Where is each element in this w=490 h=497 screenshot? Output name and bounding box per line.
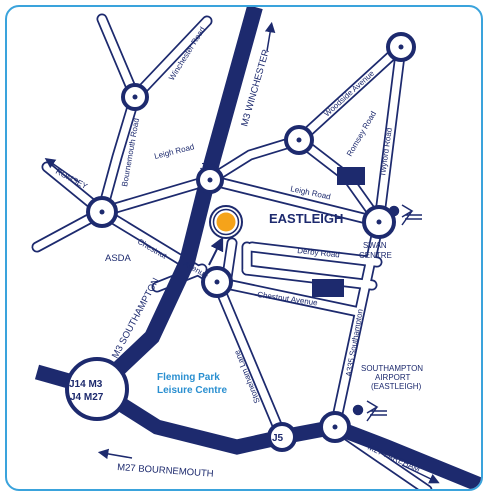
m3-north-arrow [264, 21, 276, 52]
label-swan-centre-2: CENTRE [359, 251, 392, 260]
map-svg: Winchester Road M3 WINCHESTER Bournemout… [31, 7, 481, 489]
label-swan-centre-1: SWAN [363, 241, 387, 250]
label-derby-road: Derby Road [297, 246, 340, 259]
m27-east-arrow [401, 464, 440, 484]
leisure-centre-arrow [208, 236, 224, 266]
label-fleming-park-2: Leisure Centre [157, 385, 227, 396]
label-m27-bournemouth: M27 BOURNEMOUTH [117, 462, 214, 480]
label-woodside-avenue: Woodside Avenue [322, 68, 376, 118]
building-chestnut-avenue [312, 279, 344, 297]
label-airport-2: AIRPORT [375, 373, 411, 382]
m27-west-arrow [97, 448, 133, 460]
label-j14-1: J14 M3 [69, 379, 103, 390]
romsey-arrow [44, 157, 80, 183]
airport-railway-icon [352, 400, 387, 422]
label-airport-3: (EASTLEIGH) [371, 382, 422, 391]
roundabouts [65, 32, 416, 452]
label-j5: J5 [272, 433, 284, 444]
railway-station-icon [388, 204, 422, 226]
map-frame: Winchester Road M3 WINCHESTER Bournemout… [5, 5, 483, 491]
label-romsey-road: Romsey Road [345, 110, 378, 158]
m3-motorway [91, 7, 263, 395]
label-leigh-road-west: Leigh Road [153, 142, 195, 161]
building-romsey-road [337, 167, 365, 185]
label-eastleigh: EASTLEIGH [269, 211, 343, 226]
label-fleming-park-1: Fleming Park [157, 372, 220, 383]
location-marker-icon [209, 205, 243, 239]
label-j13: J13 [200, 162, 217, 173]
label-airport-1: SOUTHAMPTON [361, 364, 423, 373]
label-j14-2: J4 M27 [70, 392, 104, 403]
label-asda: ASDA [105, 253, 132, 264]
